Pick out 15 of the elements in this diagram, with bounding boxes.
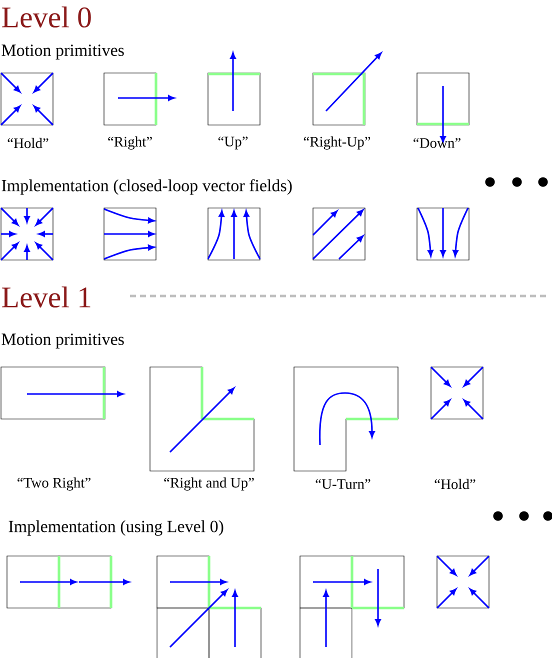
primitive-label: “Hold” xyxy=(434,478,476,490)
primitive-label: “U-Turn” xyxy=(316,479,370,489)
section-heading: Motion primitives xyxy=(2,334,124,348)
primitive-label: “Right-Up” xyxy=(304,136,370,150)
primitive-label: “Hold” xyxy=(8,138,48,148)
section-heading: Motion primitives xyxy=(2,44,124,60)
primitive-label: “Two Right” xyxy=(18,477,90,491)
primitive-label: “Right and Up” xyxy=(164,477,254,491)
primitive-label: “Up” xyxy=(218,136,248,150)
section-heading: Implementation (closed-loop vector fields) xyxy=(2,179,292,195)
primitive-label: “Down” xyxy=(414,138,460,148)
level-heading: Level 0 xyxy=(2,6,91,28)
section-heading: Implementation (using Level 0) xyxy=(8,520,224,536)
level-heading: Level 1 xyxy=(2,286,90,308)
primitive-label: “Right” xyxy=(108,136,152,150)
